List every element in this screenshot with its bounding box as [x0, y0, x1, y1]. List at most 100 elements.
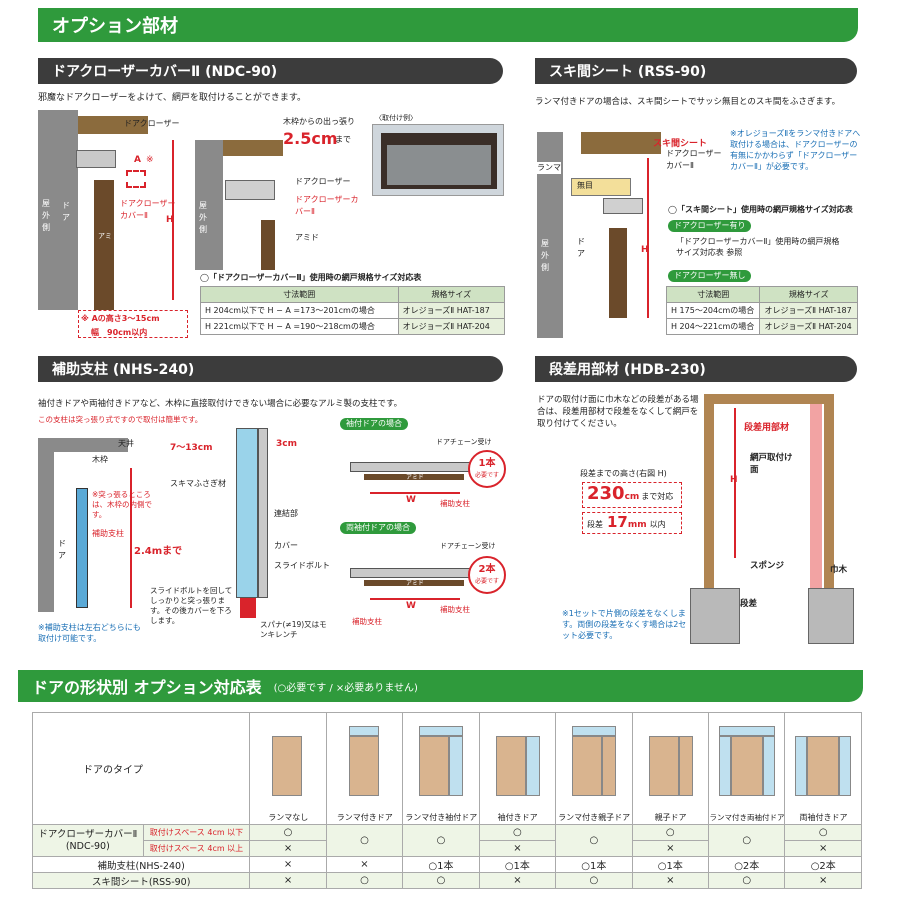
page-title: オプション部材: [38, 8, 858, 42]
row3-name: スキ間シート(RSS-90): [31, 872, 251, 889]
table-cell: ○: [325, 872, 404, 889]
table-cell: H 175〜204cmの場合: [665, 302, 761, 319]
slide-bolt: [240, 598, 256, 618]
table-cell: ×: [249, 840, 327, 857]
ndc-diagram-2: 木枠からの出っ張り 2.5cm まで ドアクローザー ドアクローザーカバーⅡ ア…: [195, 110, 370, 270]
compat-banner: ドアの形状別 オプション対応表 (○必要です / ×必要ありません): [18, 670, 863, 702]
table-cell: オレジョーズⅡ HAT-187: [397, 302, 506, 319]
type-name: ランマなし: [268, 813, 309, 822]
label-amido-3: アミド: [406, 474, 424, 481]
type-cell: ランマ付き親子ドア: [555, 712, 633, 825]
table-cell: ○1本: [631, 856, 710, 873]
door-closer-3: [603, 198, 643, 214]
table-cell: ×: [478, 872, 557, 889]
mume: [571, 178, 631, 196]
table-cell: ×: [478, 840, 557, 857]
step-part: [810, 404, 822, 594]
table-cell: ○1本: [555, 856, 633, 873]
label-w-2: W: [406, 601, 416, 611]
label-door: ドア: [62, 201, 70, 222]
label-amido-4: アミド: [406, 580, 424, 587]
door-closer-2: [225, 180, 275, 200]
protrude-suffix: まで: [335, 135, 351, 144]
label-outside: 屋外側: [42, 199, 50, 232]
label-part: 段差用部材: [744, 423, 790, 433]
rss-heading: スキ間シート (RSS-90): [535, 58, 857, 84]
label-instr: スライドボルトを回してしっかりと突っ張ります。その後カバーを下ろします。: [150, 586, 233, 625]
screen-door-2: [261, 220, 275, 270]
need-1: 1本: [478, 458, 496, 469]
label-door-4: ドア: [58, 539, 66, 560]
label-pillar-2: 補助支柱: [440, 499, 470, 508]
ndc-description: 邪魔なドアクローザーをよけて、網戸を取付けることができます。: [38, 93, 307, 103]
row1-name: ドアクローザーカバーⅡ: [38, 828, 138, 840]
note-width: 幅 90cm以内: [91, 328, 148, 337]
hdb-height-label: 段差までの高さ(右図 H): [580, 469, 667, 478]
amido-plan: [364, 474, 464, 480]
table-cell: ×: [784, 840, 862, 857]
type-name: 袖付きドア: [497, 813, 538, 822]
type-cell: 袖付きドア: [478, 712, 557, 825]
nhs-note-red: この支柱は突っ張り式ですので取付は簡単です。: [38, 415, 203, 424]
nhs-diagram-2: 7〜13cm 3cm スキマふさぎ材 連結部 カバー スライドボルト スライドボ…: [150, 420, 330, 650]
cover-outline: [126, 170, 146, 188]
ndc-table-title: ◯「ドアクローザーカバーⅡ」使用時の網戸規格サイズ対応表: [200, 273, 422, 282]
ndc-note-box: ※ Aの高さ3〜15cm 幅 90cm以内: [78, 310, 188, 338]
table-cell: ×: [631, 840, 710, 857]
length-arrow: [130, 468, 132, 608]
nhs-lr-note: ※補助支柱は左右どちらにも取付け可能です。: [38, 623, 141, 643]
rss-heading-text: スキ間シート (RSS-90): [549, 64, 707, 80]
type-name: ランマ付き両袖付ドア: [709, 813, 785, 822]
rss-note: ※オレジョーズⅡをランマ付きドアへ取付ける場合は、ドアクローザーの有無にかかわら…: [730, 129, 861, 171]
baseboard-left: [690, 588, 740, 644]
label-pillar-3: 補助支柱: [352, 617, 382, 626]
table-cell: H 204cm以下で H − A =173〜201cmの場合: [200, 302, 399, 319]
type-cell: ランマ付きドア: [325, 712, 404, 825]
label-mume: 無目: [577, 181, 593, 190]
label-spanner: スパナ(≠19)又はモンキレンチ: [260, 620, 327, 639]
table-cell: ○2本: [708, 856, 786, 873]
hdb-label-h: H: [730, 475, 738, 485]
hdb-height-box: 230 cm まで対応: [582, 482, 682, 508]
type-name: 親子ドア: [654, 813, 687, 822]
rss-without-closer: ドアクローザー無し: [668, 270, 752, 282]
screen-door: [94, 180, 114, 310]
compat-table: ドアのタイプ ランマなし ランマ付きドア ランマ付き袖付ドア 袖付きドア ランマ…: [31, 712, 862, 889]
table-cell: ○: [402, 872, 480, 889]
table-cell: ×: [249, 856, 327, 873]
label-frame: 木枠: [92, 455, 108, 464]
label-3cm: 3cm: [276, 439, 297, 449]
nhs-diagram-1: 天井 木枠 ※突っ張るところは、木枠の内側です。 補助支柱 ドア 2.4mまで: [38, 428, 182, 628]
type-name: 両袖付きドア: [799, 813, 848, 822]
nhs-heading-text: 補助支柱 (NHS-240): [52, 362, 195, 378]
table-cell: ×: [784, 872, 862, 889]
rss-with-note: 「ドアクローザーカバーⅡ」使用時の網戸規格サイズ対応表 参照: [676, 237, 840, 257]
note-height: ※ Aの高さ3〜15cm: [81, 314, 160, 323]
photo-screen: [387, 145, 491, 185]
compat-subtitle: (○必要です / ×必要ありません): [273, 682, 418, 694]
height-unit: cm: [624, 492, 640, 502]
table-cell: ○: [784, 824, 862, 841]
rss-with-closer: ドアクローザー有り: [668, 220, 752, 232]
label-h: H: [166, 215, 174, 225]
hdb-heading-text: 段差用部材 (HDB-230): [549, 362, 706, 378]
label-fill: スキマふさぎ材: [170, 479, 226, 488]
amido-plan-2: [364, 580, 464, 586]
pillar-closeup: [236, 428, 258, 598]
screen-door-3: [609, 228, 627, 318]
need-1-badge: 1本 必要です: [468, 450, 506, 488]
rss-size-table: 寸法範囲規格サイズ H 175〜204cmの場合オレジョーズⅡ HAT-187 …: [665, 286, 858, 335]
type-cell: ランマ付き袖付ドア: [402, 712, 480, 825]
table-cell: ○: [555, 872, 633, 889]
type-cell: ランマなし: [249, 712, 327, 825]
label-chain-2: ドアチェーン受け: [440, 542, 496, 550]
table-cell: ○: [402, 824, 480, 857]
door-icon: ランマ付き袖付ドア: [403, 720, 478, 824]
label-cover-3: カバー: [274, 541, 298, 550]
row1-head: ドアクローザーカバーⅡ(NDC-90): [32, 824, 144, 857]
table-cell: ×: [325, 856, 404, 873]
rss-th-range: 寸法範囲: [665, 286, 761, 303]
label-step: 段差: [740, 599, 758, 609]
label-asterisk: ※: [146, 155, 154, 165]
type-cell: ランマ付き両袖付ドア: [708, 712, 786, 825]
